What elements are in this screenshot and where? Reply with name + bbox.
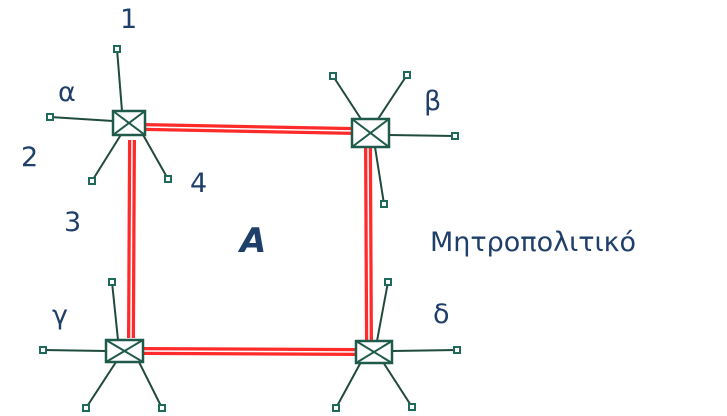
node-label-delta: δ	[433, 299, 450, 330]
switch-node-delta	[354, 339, 394, 365]
terminal-icon	[332, 404, 340, 412]
terminal-icon	[158, 404, 166, 412]
switch-node-gamma	[104, 338, 145, 364]
switch-node-beta	[350, 117, 391, 149]
terminal-icon	[108, 278, 116, 286]
terminal-icon	[451, 132, 459, 140]
terminal-icon	[39, 346, 47, 354]
terminal-icon	[46, 113, 54, 121]
terminal-icon	[408, 403, 416, 411]
link-gamma-alpha	[127, 139, 136, 339]
terminal-icon	[453, 346, 461, 354]
host-label-2: 2	[21, 142, 38, 173]
host-terminals	[39, 45, 461, 412]
host-label-1: 1	[120, 4, 137, 35]
node-label-beta: β	[424, 86, 441, 117]
host-label-4: 4	[190, 168, 207, 199]
terminal-icon	[329, 72, 337, 80]
terminal-icon	[82, 404, 90, 412]
link-alpha-beta	[144, 123, 356, 135]
switch-icon	[350, 117, 391, 149]
metro-ring	[127, 123, 373, 356]
terminal-icon	[113, 45, 121, 53]
terminal-icon	[88, 177, 96, 185]
link-beta-delta	[364, 144, 373, 346]
network-label: A	[237, 221, 266, 261]
terminal-icon	[380, 200, 388, 208]
host-wires	[42, 48, 458, 409]
terminal-icon	[403, 71, 411, 79]
link-delta-gamma	[142, 347, 359, 356]
network-type-label: Μητροπολιτικό	[430, 227, 636, 258]
switch-node-alpha	[111, 109, 147, 137]
terminal-icon	[384, 278, 392, 286]
host-label-3: 3	[64, 207, 81, 238]
switch-icon	[354, 339, 394, 365]
terminal-icon	[164, 175, 172, 183]
switch-icon	[104, 338, 145, 364]
node-label-alpha: α	[58, 77, 76, 108]
node-label-gamma: γ	[52, 300, 68, 331]
switch-icon	[111, 109, 147, 137]
